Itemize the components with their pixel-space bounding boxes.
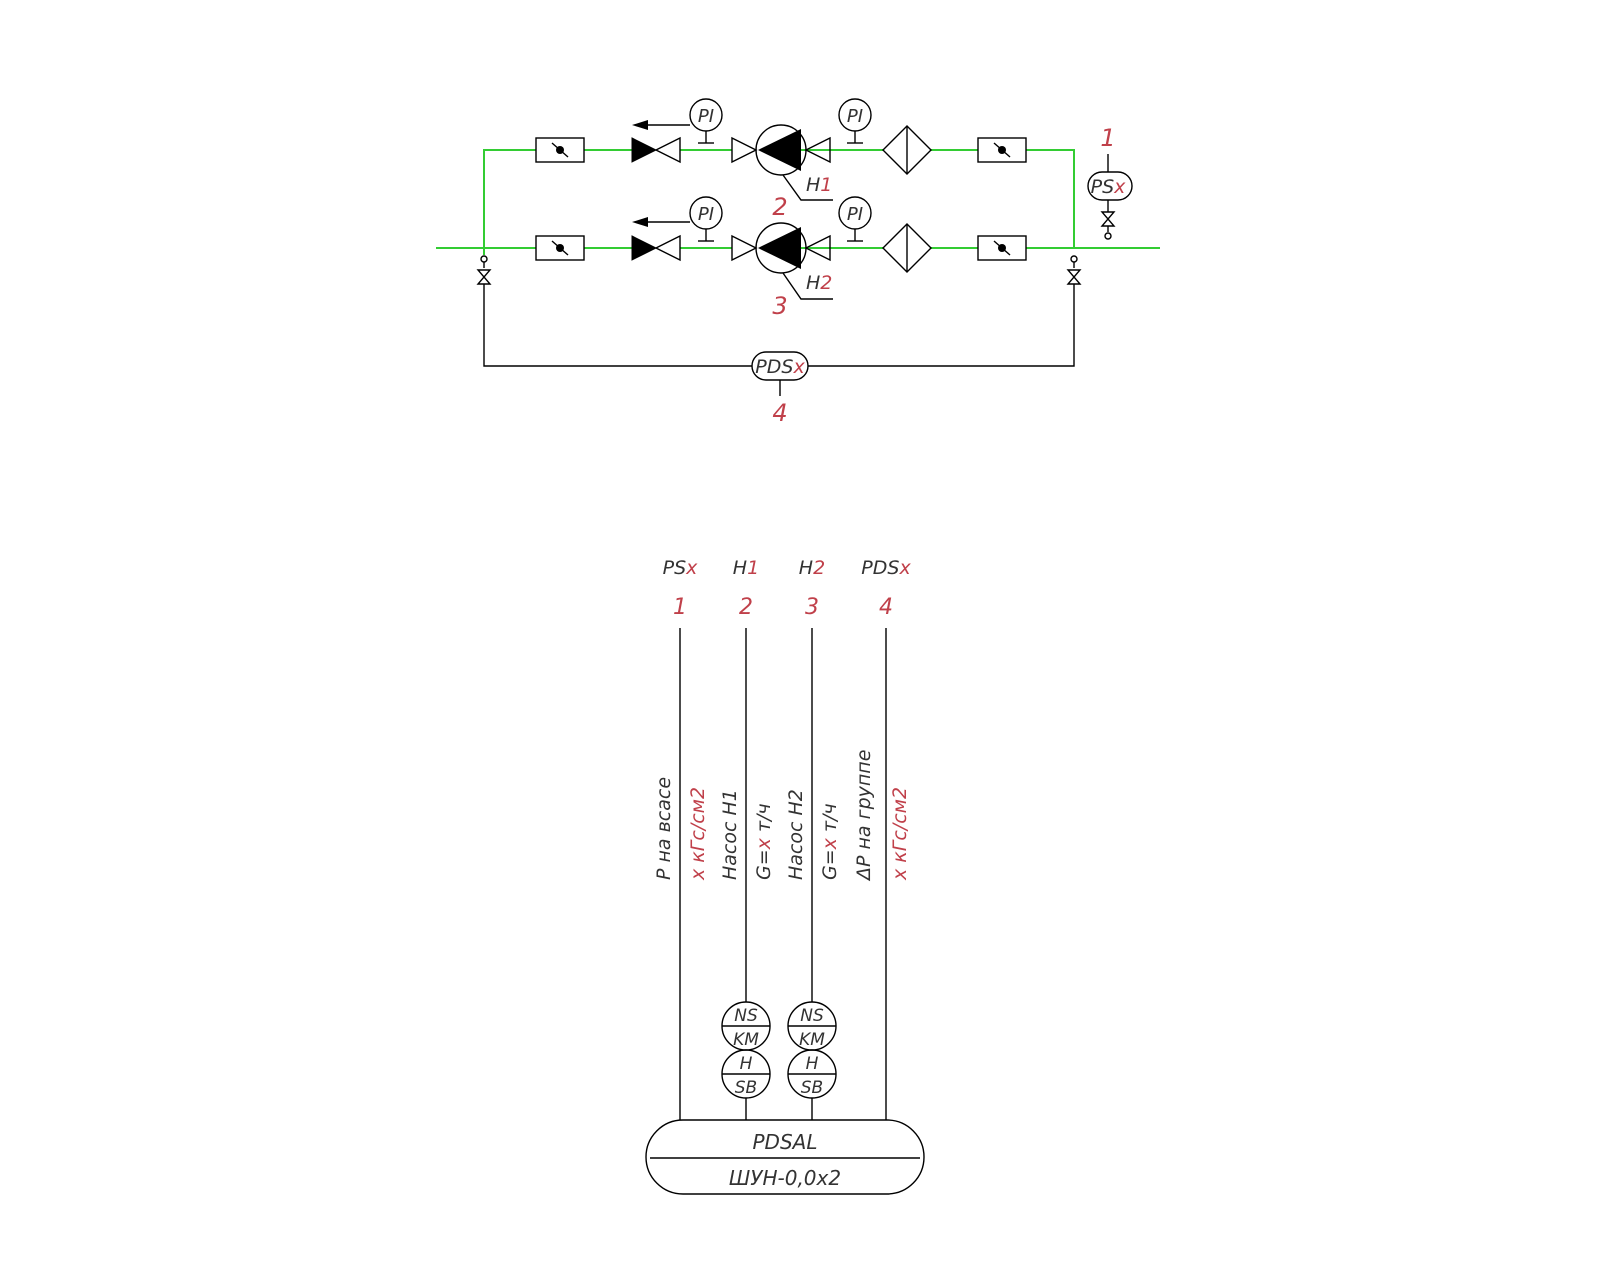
filter-lower xyxy=(882,223,932,273)
description-h2-value: G=x т/ч xyxy=(819,803,841,880)
device-circles-h1: NS KM H SB xyxy=(721,1001,771,1099)
pressure-gauge-pi-2: PI xyxy=(838,98,872,144)
description-pds: ΔP на группе xyxy=(853,750,875,882)
impulse-line xyxy=(483,284,1075,367)
device-ns-km: NS KM xyxy=(721,1001,771,1051)
manual-valves xyxy=(535,137,1027,261)
panel-label-top: PDSAL xyxy=(753,1130,818,1154)
device-label-top: NS xyxy=(734,1006,758,1026)
pds-tag: PDSx xyxy=(755,356,805,378)
table-headers: PSx H1 H2 PDSx xyxy=(663,557,912,579)
device-label-bottom: KM xyxy=(733,1030,759,1050)
column-number: 1 xyxy=(673,595,687,620)
signal-table: PSx H1 H2 PDSx 1 2 3 4 P на всасе x кГс/… xyxy=(645,557,925,1195)
column-header: PSx xyxy=(663,557,699,579)
pump-h1-tag: H1 xyxy=(806,174,832,196)
device-ns-km: NS KM xyxy=(787,1001,837,1051)
control-panel: PDSAL ШУН-0,0x2 xyxy=(645,1119,925,1195)
signal-lines xyxy=(679,628,887,1120)
callout-1: 1 xyxy=(1100,124,1115,152)
device-label-bottom: KM xyxy=(799,1030,825,1050)
filters xyxy=(882,125,932,273)
pi-label: PI xyxy=(698,106,714,127)
device-label-top: H xyxy=(806,1054,819,1074)
impulse-valves xyxy=(476,255,1082,285)
impulse-valve-right xyxy=(1066,255,1082,285)
description-ps: P на всасе xyxy=(653,777,675,880)
valve-upper-left xyxy=(535,137,585,163)
device-label-top: NS xyxy=(800,1006,824,1026)
valve-lower-left xyxy=(535,235,585,261)
pump-h2 xyxy=(755,222,807,274)
piping-scheme: PI PI PI PI xyxy=(436,98,1160,427)
device-h-sb: H SB xyxy=(787,1049,837,1099)
description-h2: Насос Н2 xyxy=(785,789,807,880)
pi-label: PI xyxy=(698,204,714,225)
signal-descriptions: P на всасе x кГс/см2 Насос Н1 G=x т/ч На… xyxy=(653,750,911,882)
callout-3: 3 xyxy=(772,292,787,320)
pipelines xyxy=(436,149,1160,255)
check-valve-lower xyxy=(631,217,690,262)
device-label-top: H xyxy=(740,1054,753,1074)
pressure-gauge-pi-1: PI xyxy=(689,98,723,144)
device-h-sb: H SB xyxy=(721,1049,771,1099)
pressure-gauge-pi-3: PI xyxy=(689,196,723,242)
upper-pipeline xyxy=(483,149,1075,255)
description-h1-value: G=x т/ч xyxy=(753,803,775,880)
device-circles-h2: NS KM H SB xyxy=(787,1001,837,1099)
column-header: PDSx xyxy=(861,557,911,579)
description-ps-value: x кГс/см2 xyxy=(687,787,709,881)
pi-label: PI xyxy=(847,204,863,225)
pressure-gauge-pi-4: PI xyxy=(838,196,872,242)
ps-tag: PSx xyxy=(1091,176,1127,198)
check-valves xyxy=(631,120,690,262)
valve-upper-right xyxy=(977,137,1027,163)
pump-h1 xyxy=(755,124,807,176)
pump-h1-assembly: H1 2 xyxy=(731,124,833,221)
pump-h2-tag: H2 xyxy=(806,272,832,294)
panel-label-bottom: ШУН-0,0x2 xyxy=(729,1166,841,1190)
device-label-bottom: SB xyxy=(801,1078,823,1098)
column-number: 3 xyxy=(805,595,819,620)
diff-pressure-switch: PDSx 4 xyxy=(751,351,809,427)
callout-2: 2 xyxy=(772,193,787,221)
impulse-valve-left xyxy=(476,255,492,285)
pressure-gauges: PI PI PI PI xyxy=(689,98,872,242)
description-h1: Насос Н1 xyxy=(719,789,741,880)
column-header: H2 xyxy=(799,557,825,579)
column-header: H1 xyxy=(733,557,759,579)
device-label-bottom: SB xyxy=(735,1078,757,1098)
filter-upper xyxy=(882,125,932,175)
pressure-switch-ps: PSx 1 xyxy=(1087,124,1133,240)
column-number: 2 xyxy=(739,595,753,620)
description-pds-value: x кГс/см2 xyxy=(889,787,911,881)
pi-label: PI xyxy=(847,106,863,127)
valve-lower-right xyxy=(977,235,1027,261)
check-valve-upper xyxy=(631,120,690,164)
pump-h2-assembly: H2 3 xyxy=(731,222,833,320)
callout-4: 4 xyxy=(772,399,787,427)
column-number: 4 xyxy=(879,595,893,620)
table-numbers: 1 2 3 4 xyxy=(673,595,893,620)
